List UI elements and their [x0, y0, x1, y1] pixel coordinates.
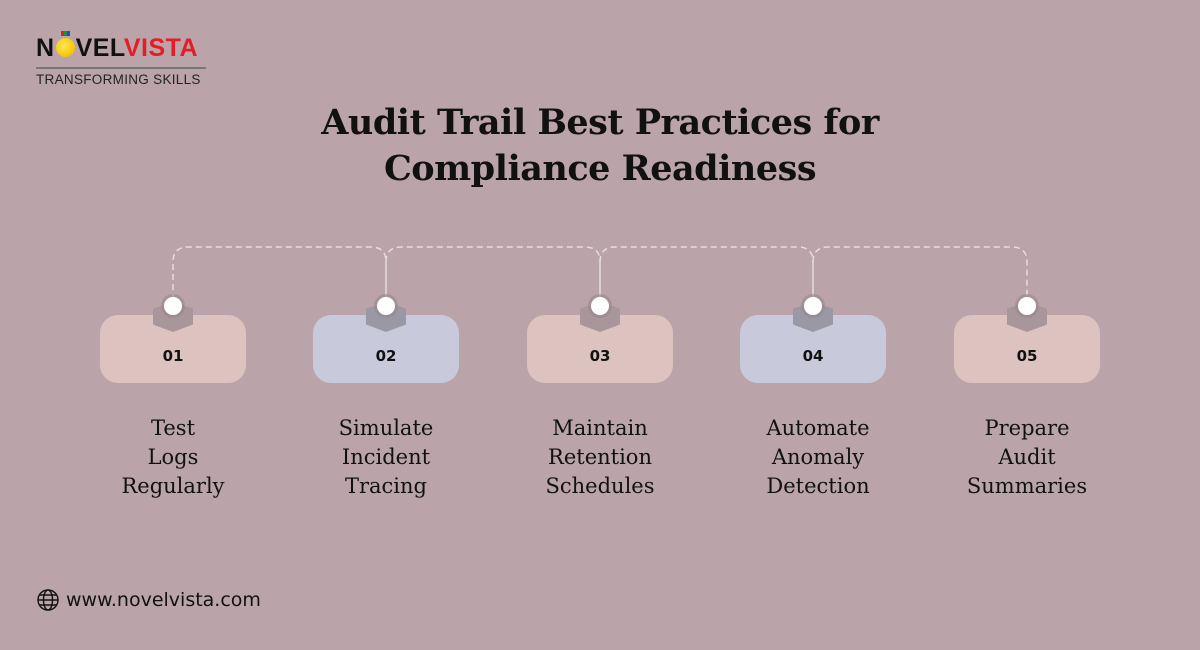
label-line: Tracing: [344, 474, 427, 498]
step-card-5: 05: [954, 297, 1100, 383]
label-line: Anomaly: [771, 445, 865, 469]
title-line-1: Audit Trail Best Practices for: [321, 102, 879, 143]
step-label-1: Test Logs Regularly: [73, 414, 273, 501]
label-line: Summaries: [966, 474, 1088, 498]
step-number: 03: [589, 347, 611, 365]
step-card-3: 03: [527, 297, 673, 383]
label-line: Simulate: [338, 416, 434, 440]
label-line: Maintain: [552, 416, 648, 440]
step-label-3: Maintain Retention Schedules: [500, 414, 700, 501]
logo-bulb-icon: [55, 31, 75, 57]
step-card-1: 01: [100, 297, 246, 383]
label-line: Retention: [548, 445, 652, 469]
step-number: 01: [162, 347, 184, 365]
step-number: 04: [802, 347, 824, 365]
step-card-2: 02: [313, 297, 459, 383]
title-line-2: Compliance Readiness: [383, 148, 817, 189]
website-link[interactable]: www.novelvista.com: [66, 589, 261, 611]
footer: www.novelvista.com: [36, 588, 261, 612]
node-dot-icon: [1018, 297, 1036, 315]
label-line: Automate: [766, 416, 870, 440]
label-line: Incident: [341, 445, 431, 469]
page-title: Audit Trail Best Practices for Complianc…: [0, 100, 1200, 192]
step-number: 02: [375, 347, 397, 365]
label-line: Schedules: [545, 474, 655, 498]
node-dot-icon: [377, 297, 395, 315]
label-line: Detection: [766, 474, 870, 498]
label-line: Test: [150, 416, 196, 440]
step-label-4: Automate Anomaly Detection: [718, 414, 918, 501]
label-line: Prepare: [984, 416, 1070, 440]
logo-tagline: TRANSFORMING SKILLS: [36, 72, 201, 87]
node-dot-icon: [591, 297, 609, 315]
label-line: Regularly: [121, 474, 225, 498]
step-card-4: 04: [740, 297, 886, 383]
step-label-2: Simulate Incident Tracing: [286, 414, 486, 501]
brand-logo: N VELVISTA TRANSFORMING SKILLS: [36, 31, 211, 87]
logo-wordmark: N VELVISTA: [36, 31, 211, 62]
step-number: 05: [1016, 347, 1038, 365]
logo-divider: [36, 67, 206, 69]
logo-text-vista: VISTA: [123, 34, 199, 62]
logo-letter-n: N: [36, 34, 55, 62]
node-dot-icon: [804, 297, 822, 315]
label-line: Logs: [147, 445, 199, 469]
node-dot-icon: [164, 297, 182, 315]
globe-icon: [37, 589, 59, 611]
label-line: Audit: [998, 445, 1056, 469]
logo-text-vel: VEL: [75, 34, 124, 62]
step-label-5: Prepare Audit Summaries: [927, 414, 1127, 501]
